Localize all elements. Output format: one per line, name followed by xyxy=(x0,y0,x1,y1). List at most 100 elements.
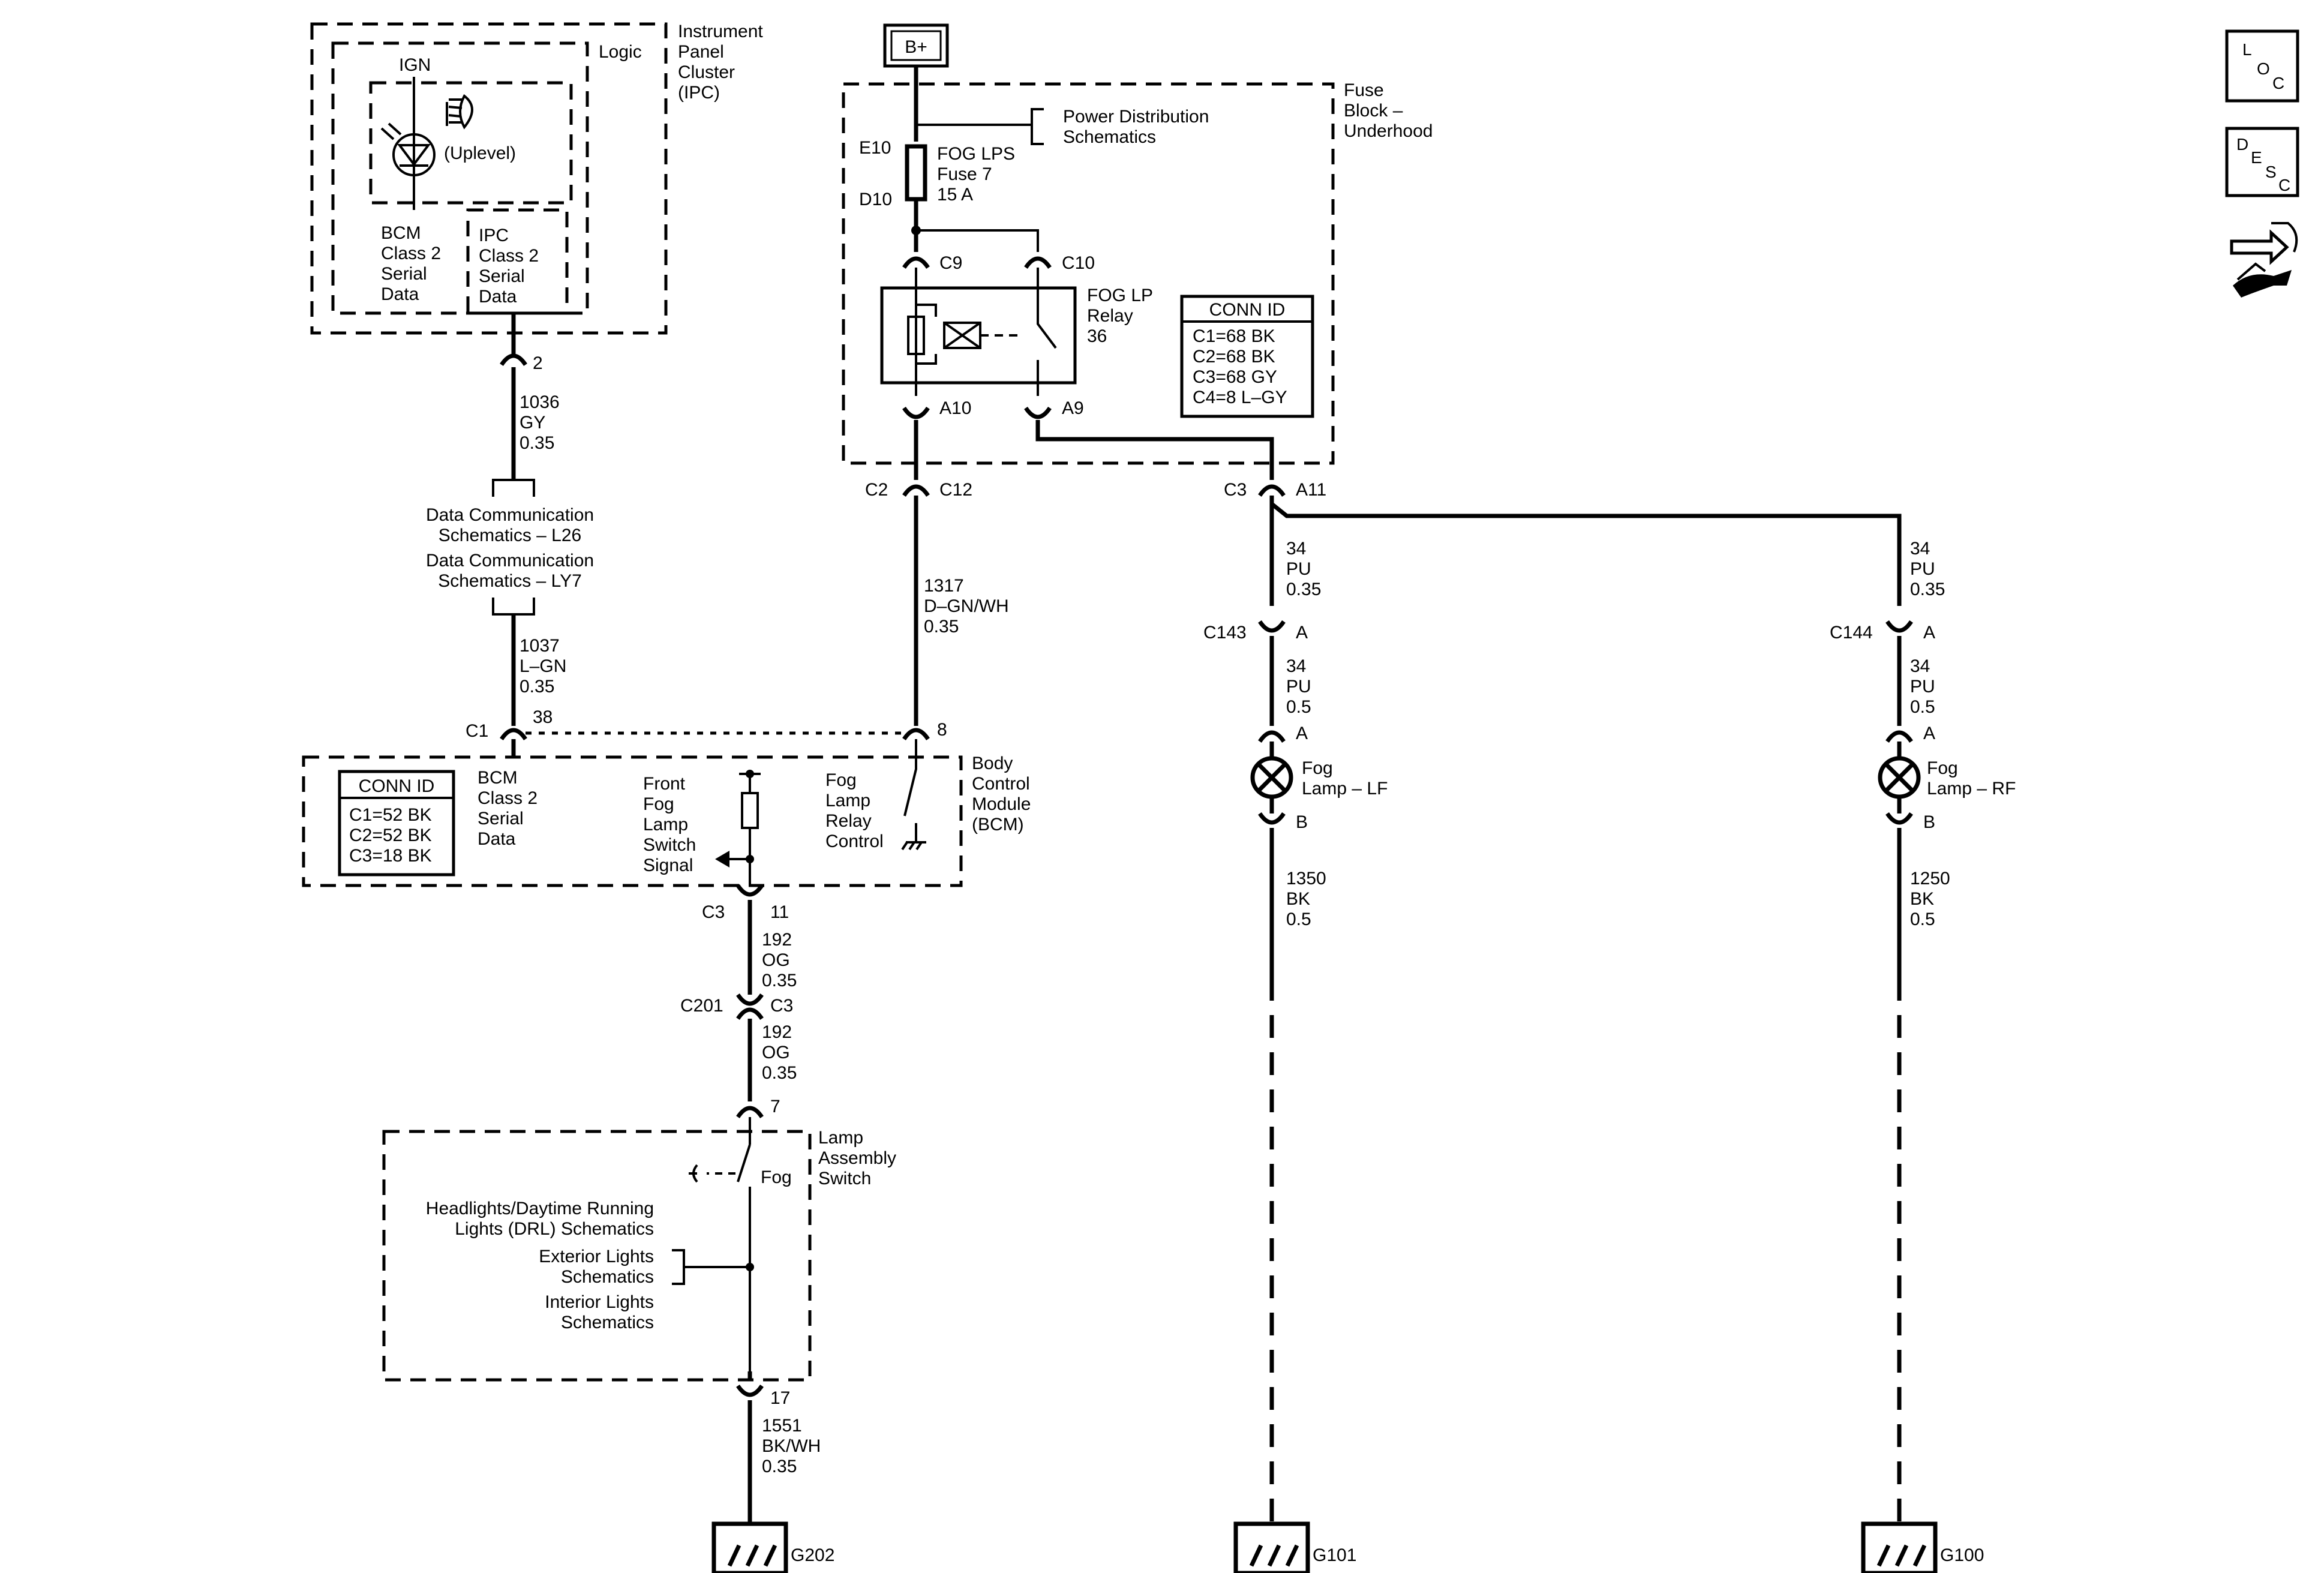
description-icon[interactable] xyxy=(2225,127,2299,197)
data-comm-1: Data Communication xyxy=(426,505,594,525)
wire-192a-color: OG xyxy=(762,950,790,970)
ipc-bcm-data-4: Data xyxy=(381,284,419,304)
ground-g100: G100 xyxy=(1861,1521,1984,1573)
relay-diode-resistor xyxy=(907,316,925,355)
location-button[interactable]: L O C xyxy=(2225,29,2299,103)
ipc-name-3: Cluster xyxy=(678,62,735,82)
repair-procedure-button[interactable] xyxy=(2230,222,2298,298)
switch-knob-icon xyxy=(689,1164,698,1183)
switch-pin-17: 17 xyxy=(770,1388,790,1408)
wire-1037-size: 0.35 xyxy=(520,677,554,697)
bcm-conn-id-box xyxy=(338,770,455,876)
c143-symbol xyxy=(1258,620,1286,633)
ground-g101: G101 xyxy=(1233,1521,1356,1573)
fuse-conn-1: C1=68 BK xyxy=(1193,326,1275,346)
g202-ground-icon xyxy=(711,1521,788,1573)
bcm-pin-11: 11 xyxy=(770,902,789,922)
ipc-uplevel-label: (Uplevel) xyxy=(444,143,516,163)
lf-pin-a-symbol xyxy=(1258,730,1286,743)
fuse-name: FOG LPS xyxy=(937,144,1015,164)
fuse-pin-e10: E10 xyxy=(859,138,891,158)
wire-1551-color: BK/WH xyxy=(762,1436,821,1456)
relay-a9-out xyxy=(1035,420,1274,480)
bcm-conn-3: C3=18 BK xyxy=(349,846,432,866)
lf-pin-b: B xyxy=(1296,812,1308,832)
switch-pin-7: 7 xyxy=(770,1097,780,1116)
desc-letter-c: C xyxy=(2278,176,2290,194)
fuse-block-name-2: Block – xyxy=(1344,101,1403,121)
wire-34b-size: 0.5 xyxy=(1286,697,1311,717)
fuse-pin-c2: C2 xyxy=(865,480,888,500)
wrench-icon[interactable] xyxy=(2233,270,2292,298)
wire-1551-circuit: 1551 xyxy=(762,1416,802,1436)
relay-pin-c10: C10 xyxy=(1062,253,1095,273)
wire-1037-circuit: 1037 xyxy=(520,636,560,656)
ipc-logic-label: Logic xyxy=(599,42,642,62)
wire-1551-size: 0.35 xyxy=(762,1457,797,1476)
bcm-conn-1: C1=52 BK xyxy=(349,805,432,825)
relay-c10-symbol xyxy=(1024,256,1052,269)
g202-label: G202 xyxy=(791,1545,834,1565)
relay-pin-a10: A10 xyxy=(939,398,971,418)
arrow-right-icon[interactable] xyxy=(2230,229,2289,265)
lamp-ref-3: Exterior Lights xyxy=(539,1247,654,1266)
ipc-connector-2-symbol xyxy=(500,353,527,367)
relay-control-circuit: 1317 D–GN/WH 0.35 8 xyxy=(902,496,1009,741)
data-comm-bracket-top xyxy=(492,479,535,497)
fuse-block-name-3: Underhood xyxy=(1344,121,1433,141)
relay-pin-c9: C9 xyxy=(939,253,962,273)
relay-switch-feed xyxy=(916,229,1039,252)
fuse-block-boundary xyxy=(842,82,1335,465)
fog-lps-fuse-icon xyxy=(905,144,927,202)
ipc-name-2: Panel xyxy=(678,42,724,62)
g100-ground-icon xyxy=(1861,1521,1938,1573)
wire-192b-color: OG xyxy=(762,1043,790,1062)
lf-lamp-name-2: Lamp – LF xyxy=(1302,779,1388,798)
desc-letter-d: D xyxy=(2236,135,2248,154)
desc-letter-e: E xyxy=(2251,148,2262,167)
wire-1250-color: BK xyxy=(1910,889,1934,909)
ipc-module: Instrument Panel Cluster (IPC) Logic IGN… xyxy=(310,22,763,335)
bcm-switch-5: Signal xyxy=(643,855,693,875)
fuse-c3-symbol xyxy=(1258,484,1286,497)
fuse-pin-c3: C3 xyxy=(1224,480,1247,500)
relay-name-2: Relay xyxy=(1087,306,1133,326)
fog-switch-contact xyxy=(737,1144,751,1182)
class2-data-circuit: 2 1036 GY 0.35 Data Communication Schema… xyxy=(426,313,906,757)
description-button[interactable]: D E S C xyxy=(2225,127,2299,197)
wire-1317-circuit: 1317 xyxy=(924,576,964,596)
ipc-name-1: Instrument xyxy=(678,22,763,41)
power-dist-1: Power Distribution xyxy=(1063,107,1209,127)
wire-34c-size: 0.35 xyxy=(1910,580,1945,599)
relay-a9-symbol xyxy=(1024,406,1052,419)
fuse-conn-3: C3=68 GY xyxy=(1193,367,1277,387)
bcm-ground-icon xyxy=(901,841,926,851)
fuse-number: Fuse 7 xyxy=(937,164,992,184)
bcm-name-1: Body xyxy=(972,754,1013,773)
ipc-logic-boundary xyxy=(331,41,589,315)
data-comm-3: Data Communication xyxy=(426,551,594,571)
fog-lamp-rf: A Fog Lamp – RF B 1250 BK 0.5 xyxy=(1878,724,2016,1524)
wire-1036-size: 0.35 xyxy=(520,433,554,453)
g101-label: G101 xyxy=(1313,1545,1356,1565)
ground-g202: G202 xyxy=(711,1521,834,1573)
bcm-switch-4: Switch xyxy=(643,835,696,855)
fuse-c2-symbol xyxy=(902,484,930,497)
loc-letter-c: C xyxy=(2272,74,2284,92)
wire-1036-color: GY xyxy=(520,413,545,433)
ipc-ipc-data-1: IPC xyxy=(479,226,509,245)
desc-letter-s: S xyxy=(2265,163,2277,181)
wire-34a-circuit: 34 xyxy=(1286,539,1306,559)
rf-lamp-name-2: Lamp – RF xyxy=(1927,779,2016,798)
ipc-ipc-data-4: Data xyxy=(479,287,517,307)
ipc-indicator-boundary xyxy=(369,81,573,205)
location-icon[interactable] xyxy=(2225,29,2299,103)
ipc-data-boundary xyxy=(466,208,569,315)
wire-192b-size: 0.35 xyxy=(762,1063,797,1083)
c144-pin: A xyxy=(1923,623,1935,643)
c201-label: C201 xyxy=(680,996,723,1016)
bcm-class2-2: Class 2 xyxy=(478,788,538,808)
ipc-pin-2: 2 xyxy=(533,353,543,373)
c143-label: C143 xyxy=(1203,623,1247,643)
